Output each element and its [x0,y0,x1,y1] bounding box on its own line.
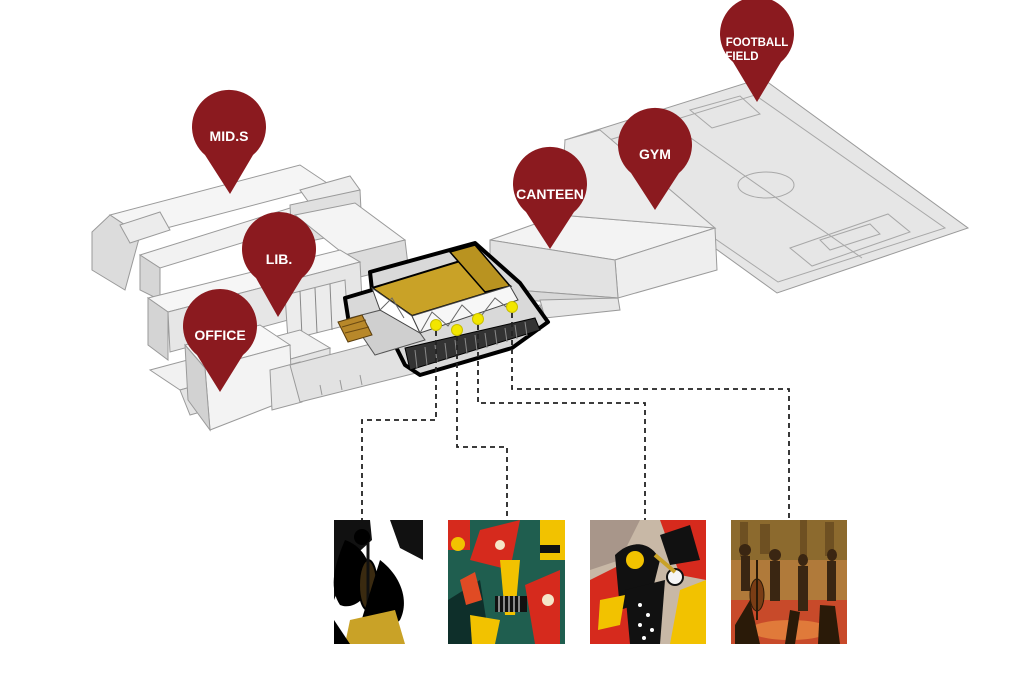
pin-label-canteen: CANTEEN [516,186,584,202]
leader-line-3 [477,325,646,520]
jazz-hall-building [337,241,550,377]
pin-label-football-line2: FIELD [725,51,758,63]
abstract-band-art [448,520,565,644]
jazz-street-band-art [731,520,847,644]
pin-label-lib: LIB. [266,251,292,267]
jazz-cellist-art [333,520,423,644]
pin-mids[interactable]: MID.S [192,89,266,194]
pin-canteen[interactable]: CANTEEN [513,146,587,249]
pin-office[interactable]: OFFICE [183,289,258,392]
pin-label-football-line1: FOOTBALL [726,37,789,49]
leader-line-1 [361,331,437,520]
leader-line-4 [511,313,790,520]
jazz-trumpet-art [590,520,706,644]
pin-label-gym: GYM [639,146,671,162]
spotlight-1 [430,319,442,331]
pin-label-mids: MID.S [210,128,249,144]
pin-gym[interactable]: GYM [618,107,693,210]
leader-lines [361,313,790,520]
pin-lib[interactable]: LIB. [242,212,317,317]
pin-football-field[interactable]: FOOTBALL FIELD [720,0,794,102]
spotlight-3 [472,313,484,325]
spotlight-4 [506,301,518,313]
pin-label-office: OFFICE [194,327,245,343]
leader-line-2 [456,336,508,520]
spotlight-2 [451,324,463,336]
spotlights [430,301,518,336]
